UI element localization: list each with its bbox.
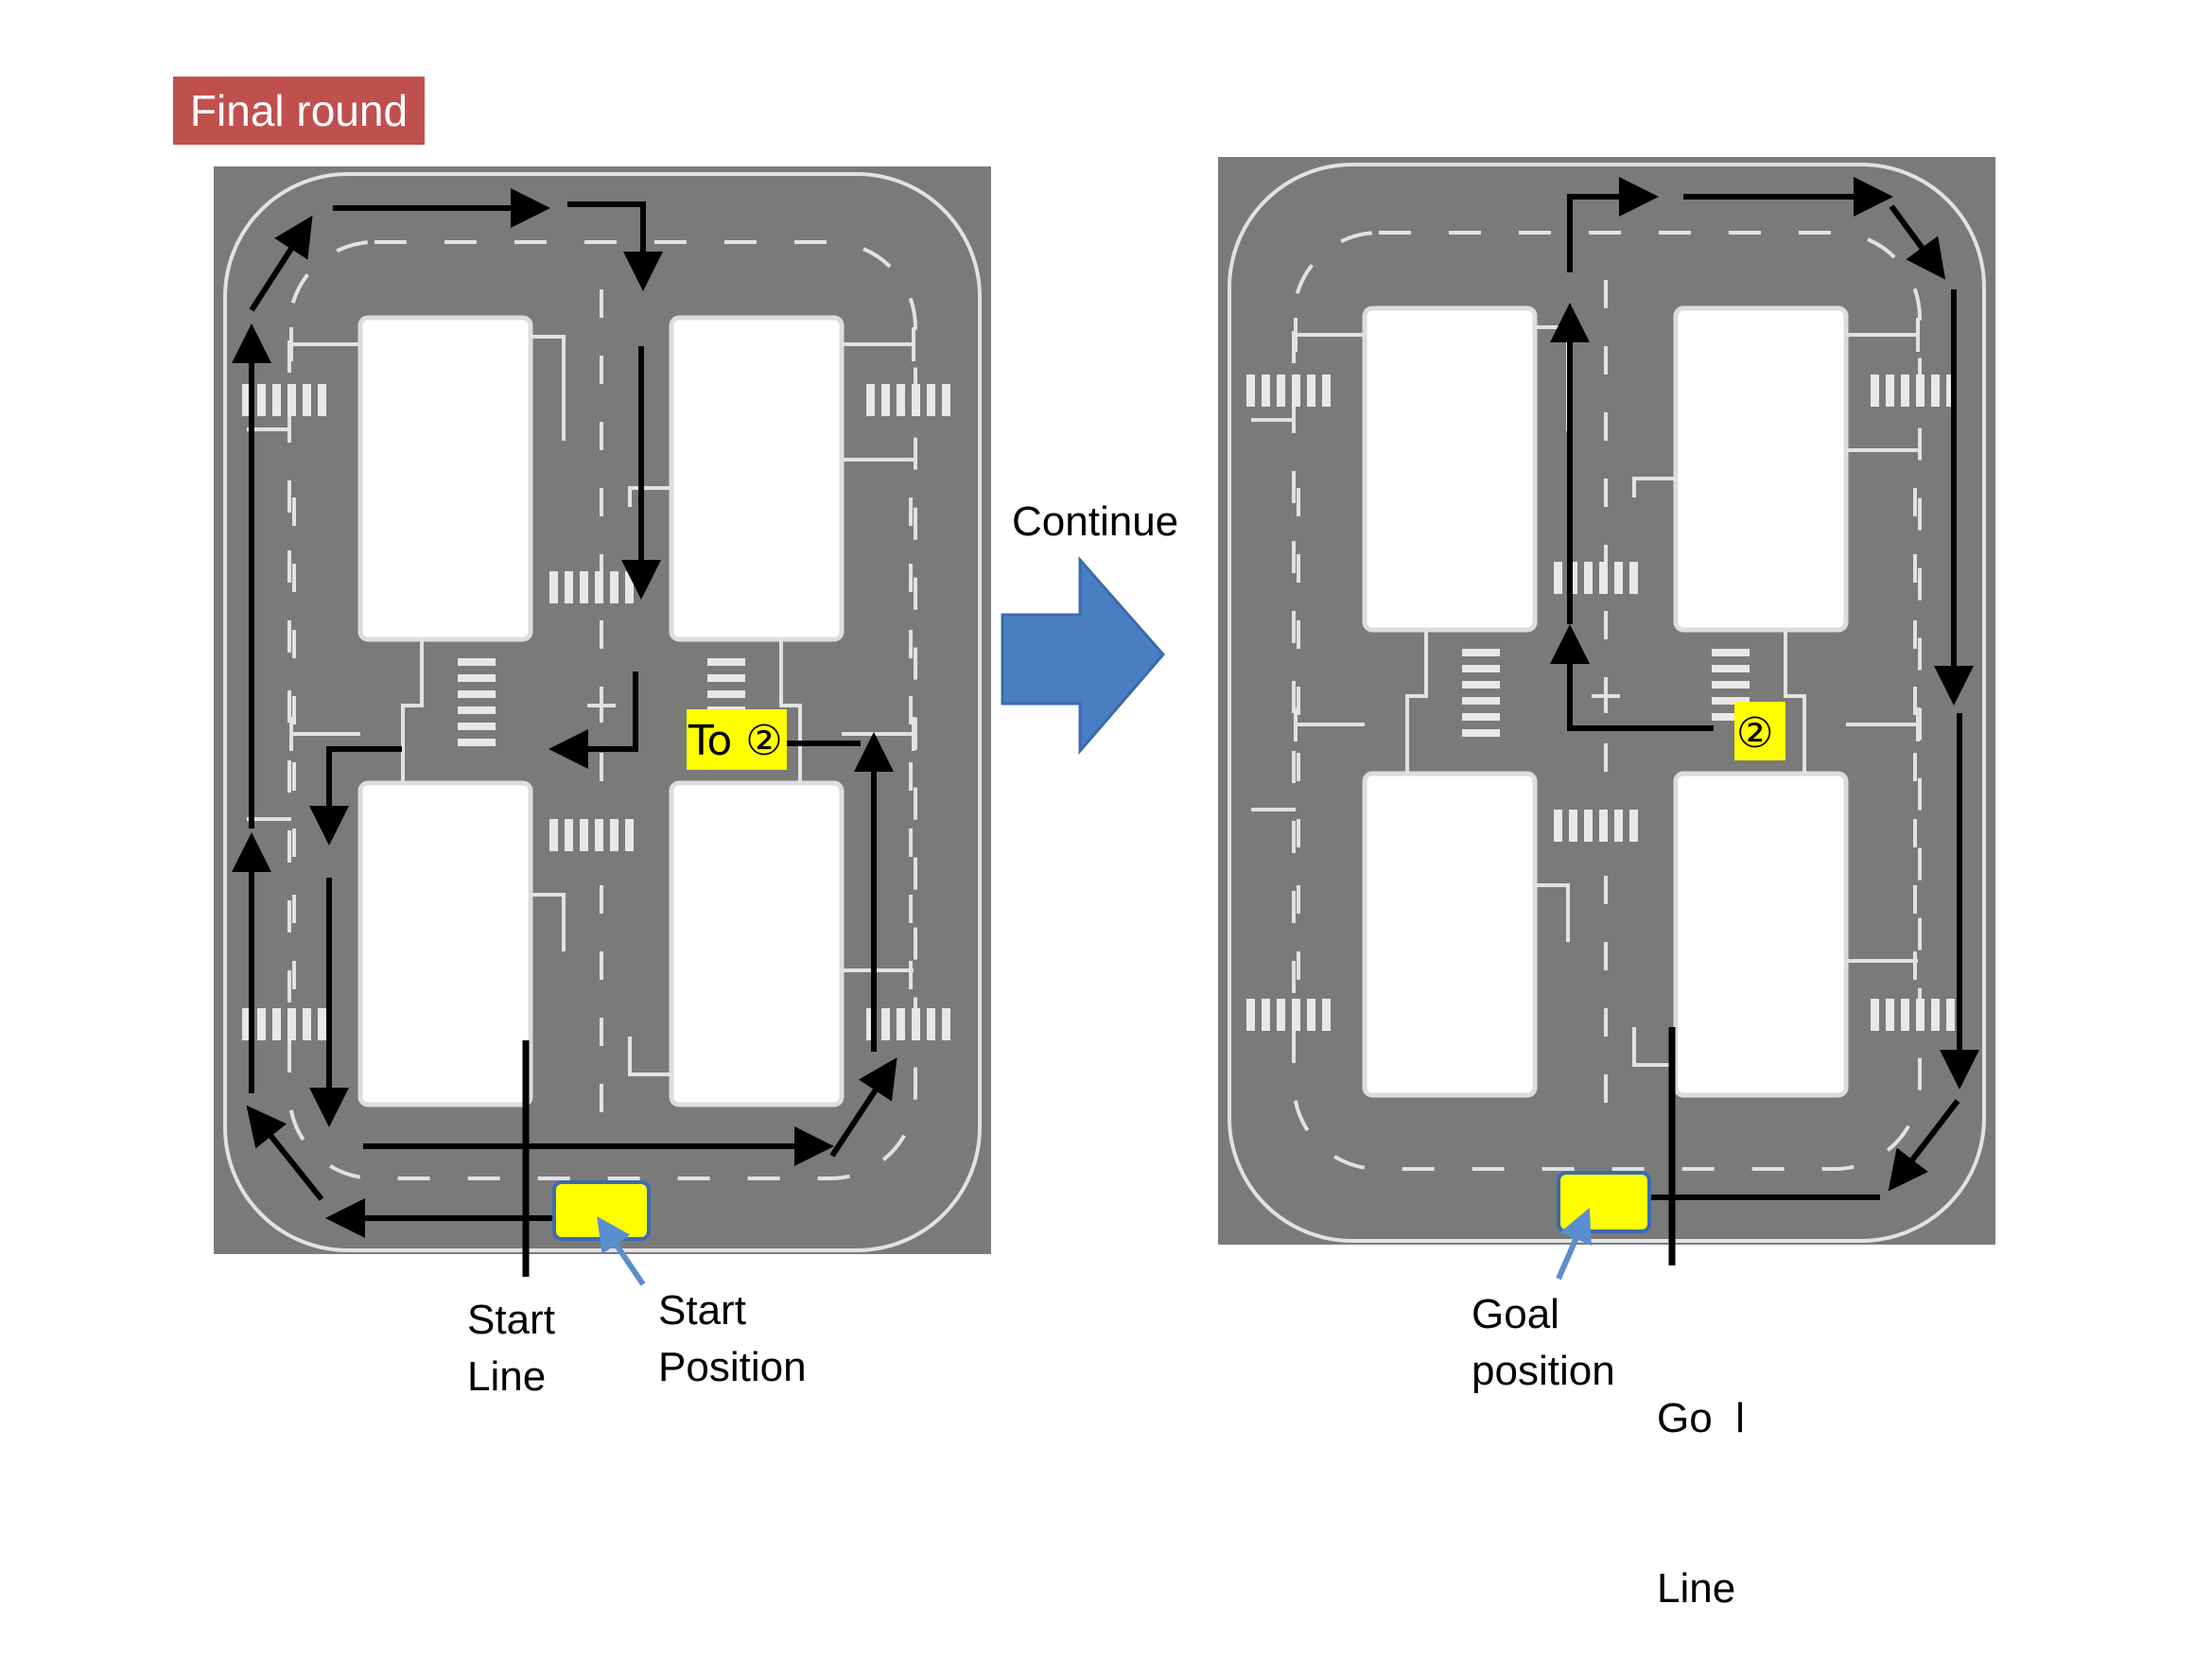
continue-label: Continue: [1012, 498, 1179, 545]
start-position-label: Start Position: [658, 1282, 807, 1396]
goal-line-label: Go l Line: [1657, 1277, 1745, 1674]
start-line-label: Start Line: [467, 1292, 555, 1405]
marker-2: ②: [1736, 709, 1773, 758]
marker-2-bg: [1734, 702, 1785, 760]
continue-arrow: [1001, 556, 1165, 756]
goal-position-pointer: [1556, 1208, 1592, 1281]
goal-position-label: Goal position: [1472, 1286, 1615, 1400]
goal-position-label-2: position: [1472, 1348, 1615, 1394]
right-route-arrows: [1550, 177, 1979, 1217]
course-diagram: To ② ②: [0, 0, 2212, 1286]
goal-line-label-2: Line: [1657, 1565, 1736, 1612]
start-position-box: [552, 1180, 651, 1241]
goal-line-label-1: Go l: [1657, 1395, 1745, 1441]
final-round-badge: Final round: [173, 77, 425, 145]
right-track-board: [1218, 157, 1995, 1245]
start-position-label-1: Start: [658, 1287, 746, 1334]
start-line-label-2: Line: [467, 1353, 547, 1400]
goal-position-label-1: Goal: [1472, 1291, 1559, 1337]
start-position-label-2: Position: [658, 1344, 807, 1390]
to-2-marker: To ②: [688, 717, 783, 765]
start-line-label-1: Start: [467, 1297, 555, 1343]
left-route-arrows: [232, 188, 897, 1238]
start-position-pointer: [597, 1216, 646, 1286]
goal-position-box: [1557, 1171, 1651, 1233]
to-2-marker-bg: [687, 709, 787, 770]
